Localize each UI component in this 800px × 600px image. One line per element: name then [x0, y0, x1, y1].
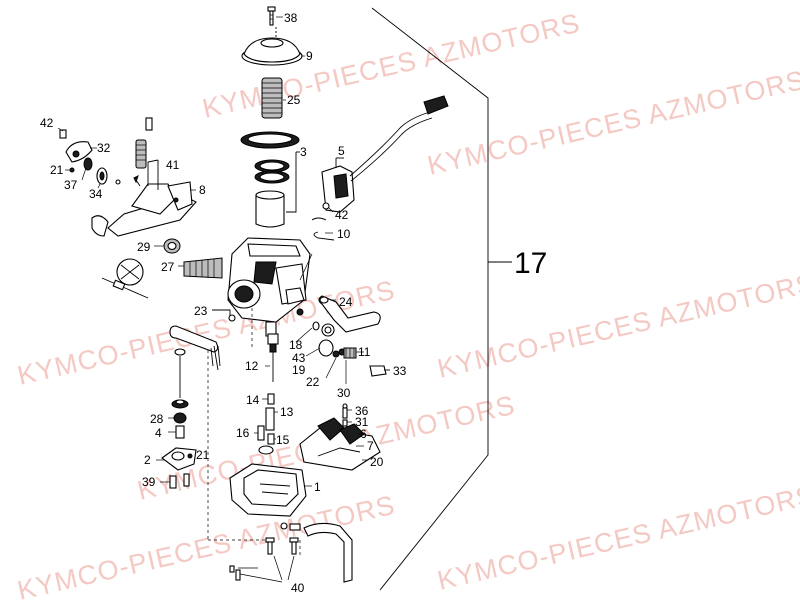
callout-31: 31	[355, 415, 369, 429]
callout-43: 43	[292, 351, 306, 365]
callout-15: 15	[276, 433, 290, 447]
screws-40	[229, 537, 299, 583]
callout-24: 24	[339, 295, 353, 309]
callout-33: 33	[393, 364, 407, 378]
screw-33	[369, 365, 390, 377]
callout-labels: 38 9 25 3 5 42 32 21 37 34 41 8 42 10 29…	[40, 11, 407, 595]
callout-9: 9	[306, 49, 313, 63]
callout-18: 18	[289, 338, 303, 352]
carburetor-body	[227, 237, 313, 337]
assembly-bracket: 17	[371, 7, 547, 591]
callout-36: 36	[355, 404, 369, 418]
bolt-small	[115, 179, 121, 185]
return-spring	[133, 117, 153, 187]
hose-24	[318, 295, 381, 333]
hose-23	[169, 309, 236, 371]
guide-lines	[207, 308, 301, 556]
callout-25: 25	[287, 93, 301, 107]
callout-29: 29	[137, 240, 151, 254]
callout-5: 5	[338, 144, 345, 158]
callout-7: 7	[367, 439, 374, 453]
callout-38: 38	[284, 11, 298, 25]
callout-14: 14	[246, 393, 260, 407]
drain-hose	[303, 522, 353, 583]
callout-41: 41	[166, 158, 180, 172]
screw-42-top	[322, 202, 334, 213]
callout-21-bottom: 21	[196, 448, 210, 462]
callout-21-left: 21	[50, 163, 64, 177]
callout-28: 28	[150, 412, 164, 426]
fitting-29	[154, 238, 181, 254]
callout-39: 39	[142, 475, 156, 489]
throttle-cable-5	[321, 95, 449, 213]
needle-assembly	[101, 258, 149, 299]
watermark-6: KYMCO-PIECES AZMOTORS	[15, 490, 398, 600]
callout-37: 37	[64, 178, 78, 192]
callout-32: 32	[97, 141, 111, 155]
callout-1: 1	[314, 480, 321, 494]
jet-12	[265, 333, 279, 382]
diaphragm-3	[240, 131, 300, 228]
callout-30: 30	[337, 386, 351, 400]
enrichener-28-4-2	[156, 348, 197, 471]
callout-10: 10	[337, 227, 351, 241]
screw-42-left	[57, 127, 67, 139]
throttle-shaft-8	[91, 159, 197, 237]
watermarks: KYMCO-PIECES AZMOTORS KYMCO-PIECES AZMOT…	[15, 8, 800, 600]
callout-42-right: 42	[335, 208, 349, 222]
screw-39	[160, 473, 190, 489]
float-bowl-1	[229, 463, 312, 531]
screw-38	[267, 6, 283, 26]
plug-19	[305, 339, 334, 357]
watermark-3: KYMCO-PIECES AZMOTORS	[15, 275, 398, 391]
watermark-4: KYMCO-PIECES AZMOTORS	[435, 268, 800, 384]
callout-19: 19	[292, 363, 306, 377]
callout-11: 11	[358, 345, 371, 359]
callout-2: 2	[144, 453, 151, 467]
callout-4: 4	[155, 426, 162, 440]
callout-23: 23	[194, 304, 208, 318]
float-20	[299, 417, 381, 471]
callout-20: 20	[370, 455, 384, 469]
float-valve-36-31	[342, 403, 352, 427]
callout-27: 27	[161, 260, 175, 274]
washer-37	[81, 157, 93, 181]
callout-42-left: 42	[40, 116, 54, 130]
assembly-number-label: 17	[514, 247, 547, 280]
spring-34	[96, 167, 108, 189]
callout-22: 22	[306, 375, 320, 389]
watermark-2: KYMCO-PIECES AZMOTORS	[425, 65, 800, 181]
callout-16: 16	[236, 426, 250, 440]
callout-34: 34	[89, 187, 103, 201]
watermark-7: KYMCO-PIECES AZMOTORS	[435, 480, 800, 596]
ring-18	[295, 321, 335, 343]
lever-32	[65, 141, 97, 163]
callout-8: 8	[199, 183, 206, 197]
spring-27	[178, 257, 223, 279]
bolt-21-left	[65, 167, 75, 173]
callout-12: 12	[245, 359, 259, 373]
top-cover-9	[241, 27, 305, 66]
jets-14-13-16-15	[254, 393, 278, 455]
callout-13: 13	[280, 405, 294, 419]
callout-40: 40	[291, 581, 305, 595]
callout-3: 3	[300, 145, 307, 159]
screw-22-11	[325, 347, 364, 384]
spring-25	[261, 77, 286, 119]
callout-6: 6	[360, 427, 367, 441]
clip-10	[311, 217, 335, 241]
watermark-1: KYMCO-PIECES AZMOTORS	[200, 8, 583, 124]
